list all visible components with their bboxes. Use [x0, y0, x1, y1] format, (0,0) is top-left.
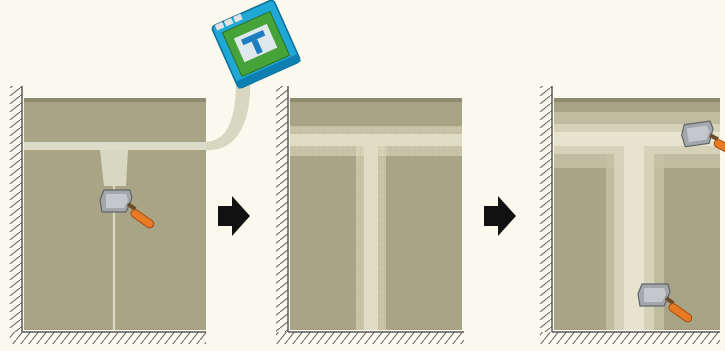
step-3-ground-left	[540, 86, 552, 332]
step-2-panel	[276, 86, 464, 344]
arrow-right-icon	[484, 196, 516, 236]
step-1-filler-drip	[100, 150, 128, 186]
step-1-ground-left	[10, 86, 22, 332]
arrow-right-icon	[218, 196, 250, 236]
step-1-ground-bottom	[10, 332, 206, 344]
filler-bag-icon	[211, 0, 301, 89]
filler-stream	[206, 78, 251, 151]
step-2-filled-vertical	[364, 146, 378, 330]
step-2-ground-bottom	[276, 332, 464, 344]
step-1-horizontal-crack	[24, 142, 206, 150]
step-3-ground-bottom	[540, 332, 720, 344]
step-1-panel	[10, 0, 301, 344]
step-3-panel	[540, 86, 725, 344]
step-2-filled-horizontal	[290, 134, 462, 146]
step-2-ground-left	[276, 86, 288, 332]
